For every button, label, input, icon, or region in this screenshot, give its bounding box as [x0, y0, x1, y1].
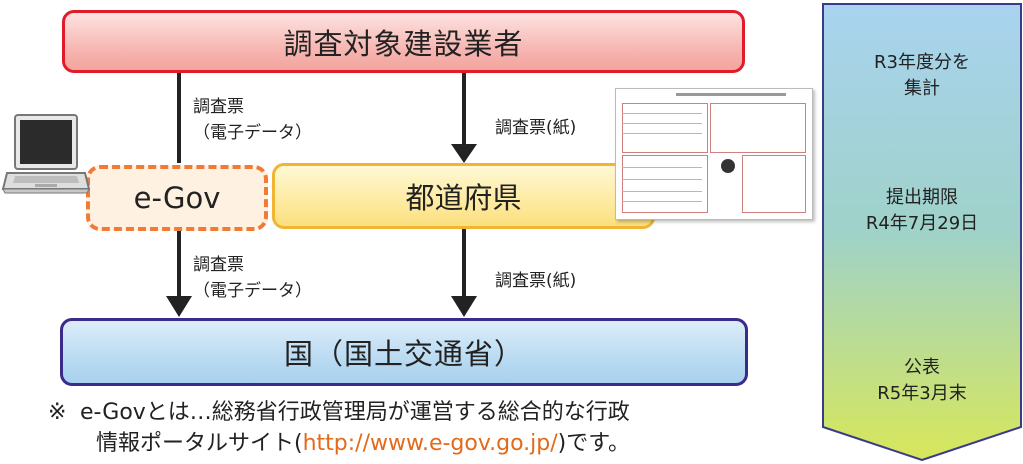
paper-input-label: 調査票(紙) — [495, 118, 577, 138]
laptop-icon — [1, 114, 91, 194]
note-mark: ※ — [48, 400, 67, 425]
national-box: 国（国土交通省） — [60, 318, 748, 386]
arrow-prefecture-to-national — [451, 229, 477, 317]
timeline-item-deadline-line2: R4年7月29日 — [865, 213, 979, 234]
timeline-item-deadline: 提出期限 R4年7月29日 — [822, 185, 1022, 237]
arrow-company-to-prefecture — [451, 73, 477, 163]
egov-box: e-Gov — [86, 165, 268, 231]
note-line2-suffix: )です。 — [557, 431, 631, 456]
prefecture-label: 都道府県 — [405, 181, 522, 215]
paper-output-label: 調査票(紙) — [495, 271, 577, 291]
footnote: ※ e-Govとは…総務省行政管理局が運営する総合的な行政 情報ポータルサイト(h… — [48, 397, 630, 459]
timeline-item-aggregate: R3年度分を 集計 — [822, 50, 1022, 102]
timeline-item-publication: 公表 R5年3月末 — [822, 355, 1022, 407]
timeline-item-publication-line2: R5年3月末 — [877, 383, 967, 404]
timeline-item-aggregate-line2: 集計 — [904, 78, 940, 99]
egov-input-label-line1: 調査票 — [193, 97, 244, 117]
prefecture-box: 都道府県 — [272, 163, 655, 229]
timeline-item-deadline-line1: 提出期限 — [886, 187, 958, 208]
company-label: 調査対象建設業者 — [283, 26, 524, 61]
egov-input-label-line2: （電子データ） — [193, 123, 312, 143]
company-box: 調査対象建設業者 — [62, 10, 745, 73]
timeline-arrow — [822, 3, 1022, 461]
timeline-item-aggregate-line1: R3年度分を — [874, 52, 970, 73]
note-line1: e-Govとは…総務省行政管理局が運営する総合的な行政 — [80, 400, 630, 425]
timeline-item-publication-line1: 公表 — [904, 357, 940, 378]
note-line2-prefix: 情報ポータルサイト( — [96, 431, 303, 456]
paper-form-icon — [615, 88, 813, 220]
egov-url-link[interactable]: http://www.e-gov.go.jp/ — [302, 431, 558, 456]
arrow-egov-to-national — [166, 231, 192, 317]
egov-label: e-Gov — [133, 181, 221, 215]
egov-output-label: 調査票 （電子データ） — [193, 252, 312, 304]
egov-output-label-line1: 調査票 — [193, 255, 244, 275]
national-label: 国（国土交通省） — [283, 337, 524, 371]
egov-output-label-line2: （電子データ） — [193, 281, 312, 301]
egov-input-label: 調査票 （電子データ） — [193, 94, 312, 146]
